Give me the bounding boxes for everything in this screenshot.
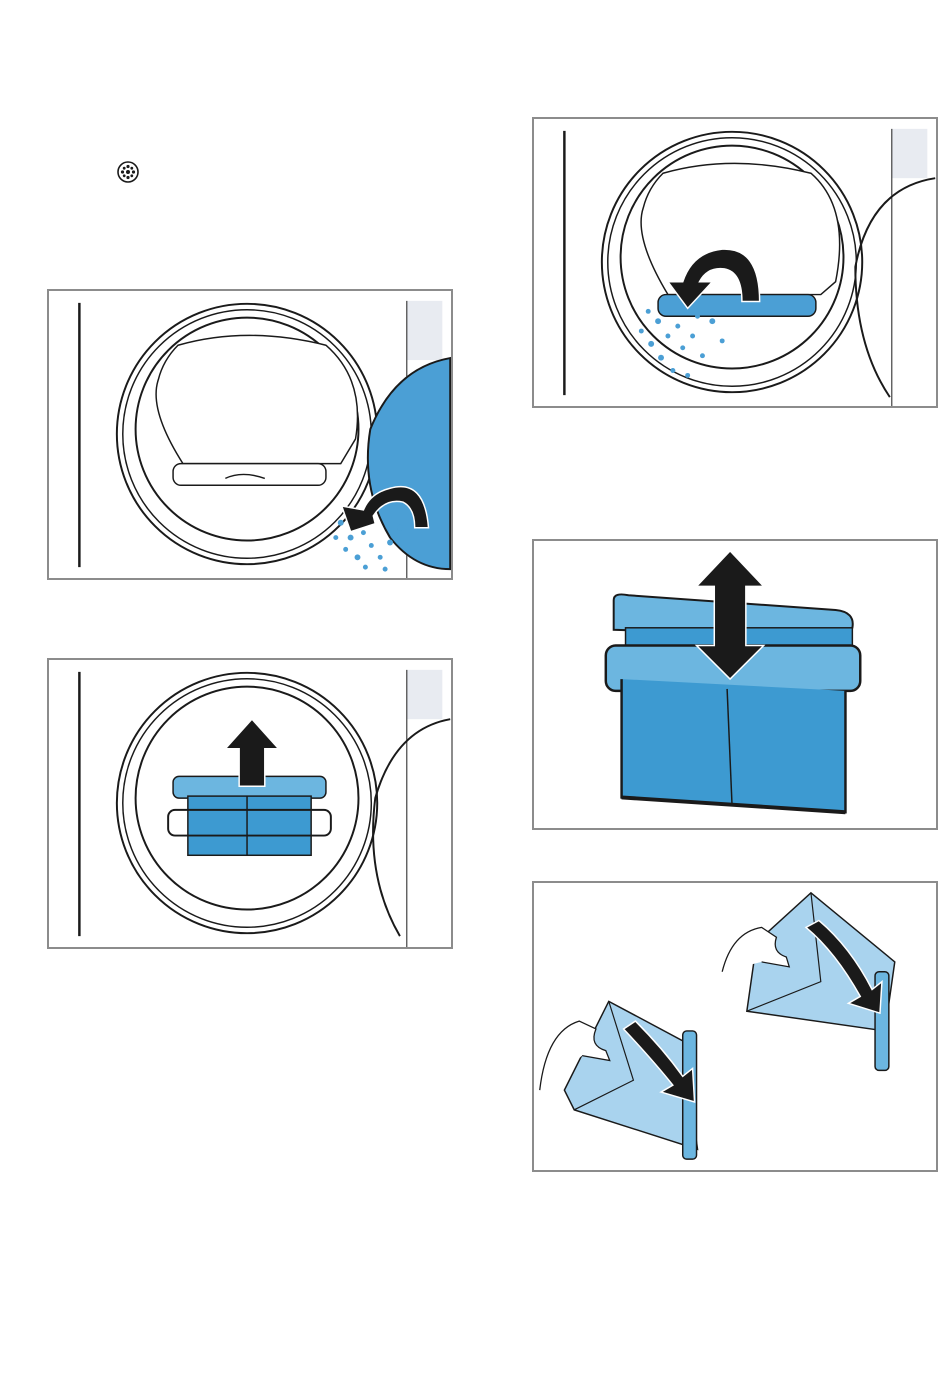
dryer-door-open-illustration	[49, 291, 451, 578]
step-illustration-open-filter	[532, 881, 938, 1172]
lint-filter-symbol-icon	[116, 160, 140, 184]
step-illustration-pull-filter	[47, 658, 453, 949]
filter-opening-hands-illustration	[534, 883, 936, 1170]
step-illustration-clean-slot	[532, 117, 938, 408]
filter-separation-illustration	[534, 541, 936, 828]
filter-slot-cleaning-illustration	[534, 119, 936, 406]
step-illustration-open-door	[47, 289, 453, 580]
step-illustration-separate-filter	[532, 539, 938, 830]
filter-removal-illustration	[49, 660, 451, 947]
